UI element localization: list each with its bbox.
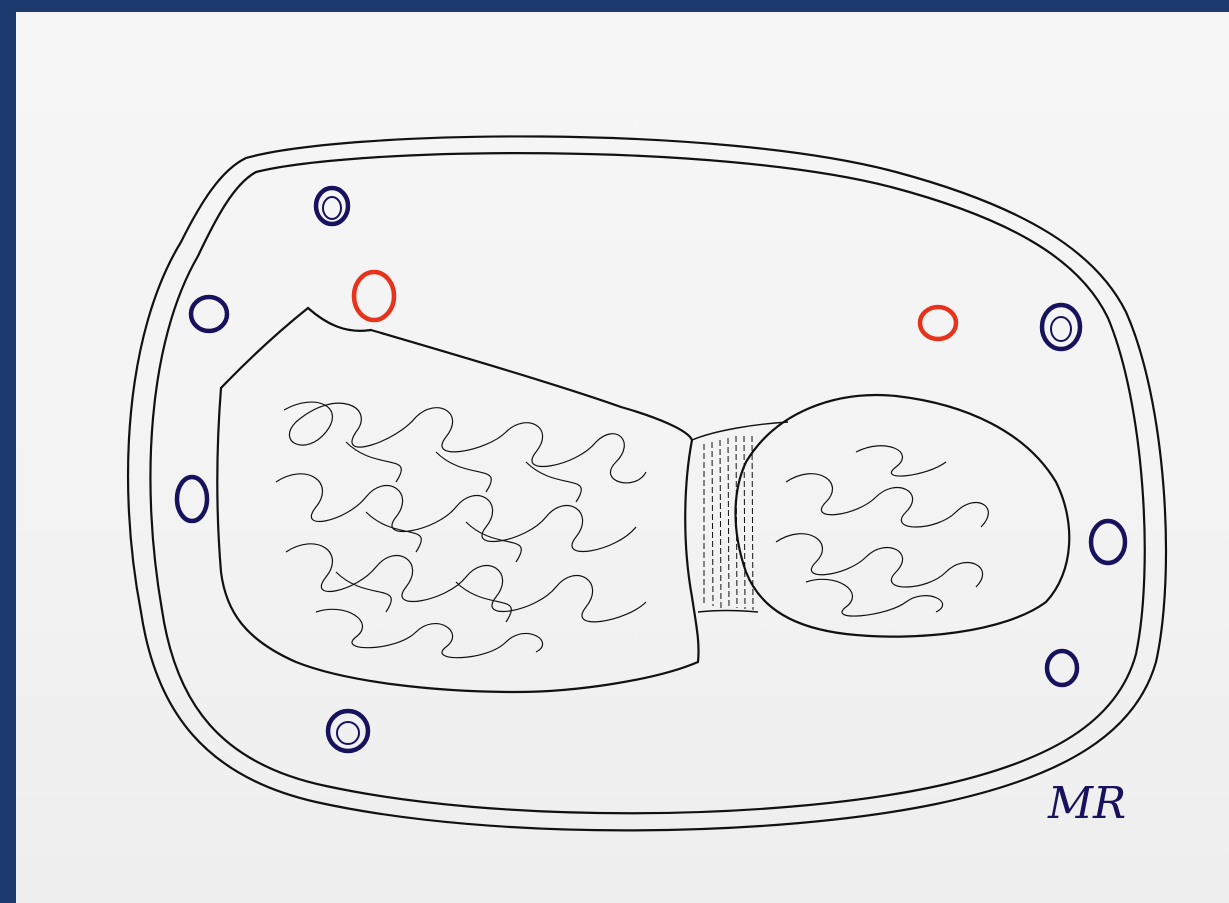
signature: MR [1047,778,1126,829]
blue-circle [1091,521,1125,563]
left-body-chromatin [276,402,646,658]
outer-membrane [128,136,1166,830]
left-body [217,308,698,692]
red-circles [354,272,956,339]
bridge [692,422,788,612]
blue-circle [1042,305,1080,349]
right-body-chromatin [776,446,988,616]
blue-circle [1047,651,1077,685]
paper-sheet: MR [16,12,1229,903]
blue-circle [177,477,207,521]
red-circle [354,272,394,320]
sketch-canvas: MR [16,12,1229,903]
blue-circle [191,297,227,331]
red-circle [920,307,956,339]
right-body [736,395,1070,637]
blue-circles [177,188,1125,751]
